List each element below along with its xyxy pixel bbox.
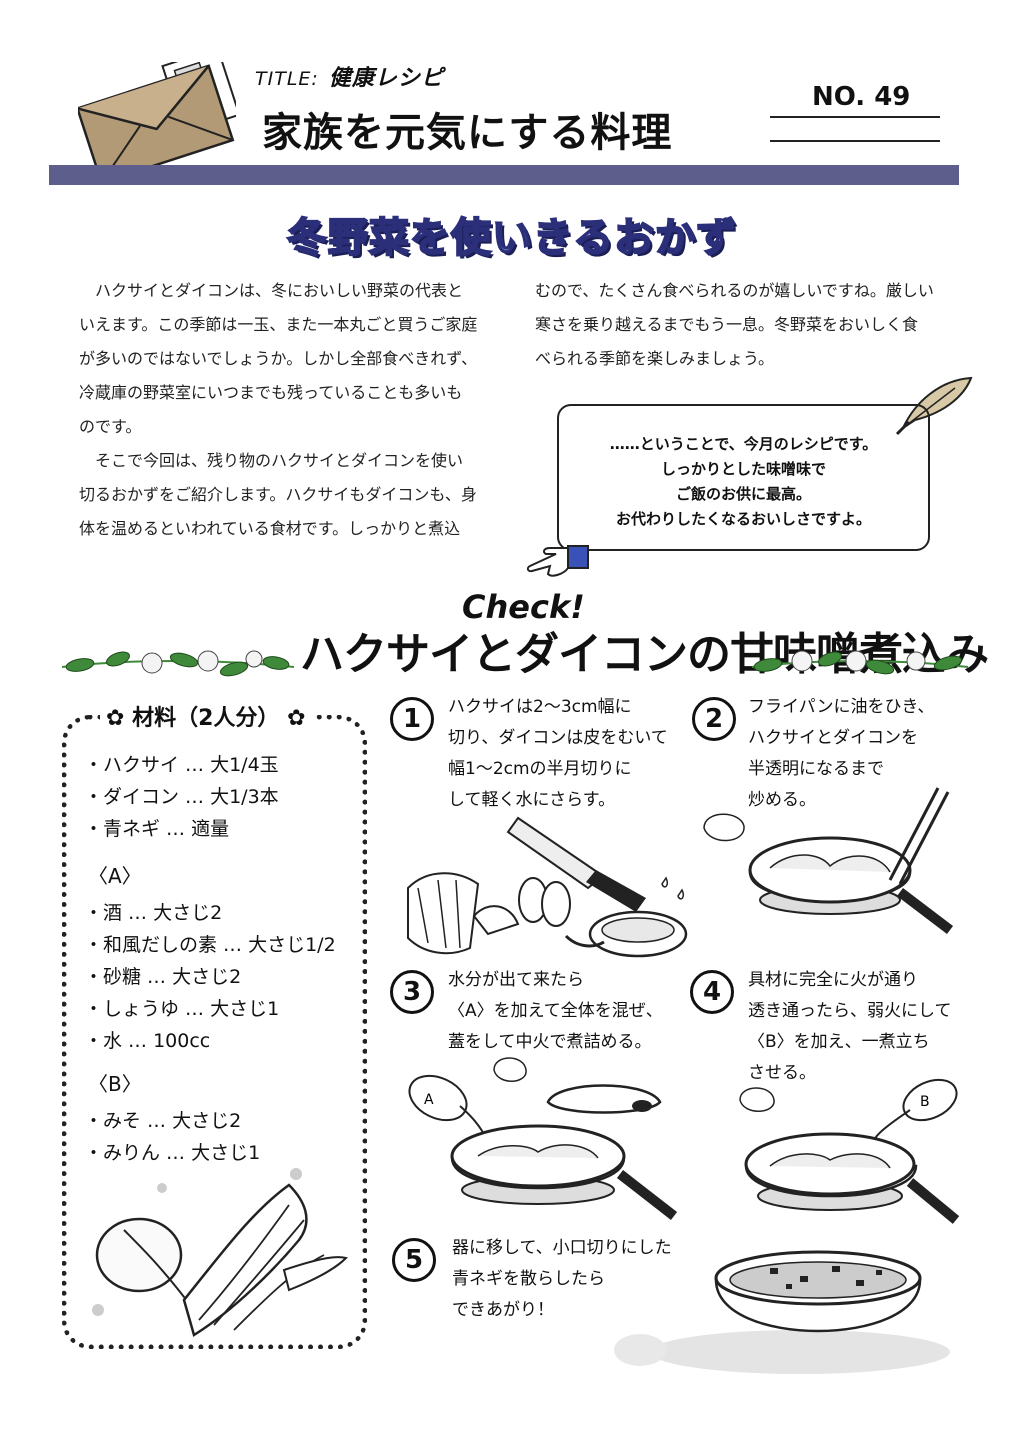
ingredients-heading-text: 材料（2人分）	[132, 706, 280, 731]
step-number-4: 4	[690, 970, 734, 1014]
intro-line: のです。	[79, 417, 142, 436]
step-line: フライパンに油をひき、	[748, 697, 935, 717]
leaf-vine-right-icon	[751, 650, 969, 675]
flower-icon: ✿	[106, 706, 133, 731]
step-number-1: 1	[390, 697, 434, 741]
intro-right-column: むので、たくさん食べられるのが嬉しいですね。厳しい 寒さを乗り越えるまでもう一息…	[535, 274, 955, 376]
ingredients-heading: ✿ 材料（2人分） ✿	[100, 700, 312, 732]
vegetables-illustration	[92, 1168, 348, 1337]
step-line: 器に移して、小口切りにした	[452, 1238, 672, 1258]
step-line: 幅1〜2cmの半月切りに	[448, 759, 632, 779]
ingredient-group-a-label: 〈A〉	[88, 864, 142, 888]
step-line: 半透明になるまで	[748, 759, 884, 779]
callout-line: ……ということで、今月のレシピです。	[609, 435, 878, 453]
issue-underline-1	[770, 116, 940, 118]
step-line: 蓋をして中火で煮詰める。	[448, 1032, 652, 1052]
ingredient-item: ・和風だしの素 … 大さじ1/2	[84, 934, 336, 956]
cutting-vegetables-illustration	[407, 816, 688, 958]
ingredient-group-b-label: 〈B〉	[88, 1072, 142, 1096]
ingredient-item: ・しょうゆ … 大さじ1	[84, 998, 280, 1020]
intro-line: そこで今回は、残り物のハクサイとダイコンを使い	[79, 451, 464, 470]
intro-left-column: ハクサイとダイコンは、冬においしい野菜の代表と いえます。この季節は一玉、また一…	[79, 274, 495, 546]
step-1-text: ハクサイは2〜3cm幅に 切り、ダイコンは皮をむいて 幅1〜2cmの半月切りに …	[448, 692, 668, 816]
step-line: できあがり！	[452, 1300, 554, 1320]
intro-line: いえます。この季節は一玉、また一本丸ごと買うご家庭	[79, 315, 478, 334]
check-label: Check!	[462, 588, 585, 626]
step-4-text: 具材に完全に火が通り 透き通ったら、弱火にして 〈B〉を加え、一煮立ち させる。	[748, 965, 952, 1089]
title-prefix: TITLE:	[255, 68, 319, 90]
step-5-text: 器に移して、小口切りにした 青ネギを散らしたら できあがり！	[452, 1233, 672, 1326]
leaf-vine-left-icon	[61, 650, 295, 677]
intro-line: 体を温めるといわれている食材です。しっかりと煮込	[79, 519, 461, 538]
step-line: 切り、ダイコンは皮をむいて	[448, 728, 668, 748]
bowl-b-label: B	[920, 1094, 930, 1110]
finished-dish-illustration	[614, 1250, 950, 1374]
simmer-pan-illustration: A	[408, 1057, 678, 1220]
ingredient-item: ・水 … 100cc	[84, 1030, 211, 1052]
ingredient-item: ・酒 … 大さじ2	[84, 902, 223, 924]
step-line: して軽く水にさらす。	[448, 790, 616, 810]
step-line: 〈A〉を加えて全体を混ぜ、	[448, 1001, 663, 1021]
ingredient-item: ・ハクサイ … 大1/4玉	[84, 754, 279, 776]
intro-line: むので、たくさん食べられるのが嬉しいですね。厳しい	[535, 281, 934, 300]
title-value: 健康レシピ	[328, 66, 444, 91]
ingredient-item: ・ダイコン … 大1/3本	[84, 786, 279, 808]
step-line: 具材に完全に火が通り	[748, 970, 918, 990]
callout-line: しっかりとした味噌味で	[660, 460, 826, 478]
step-line: 炒める。	[748, 790, 816, 810]
section-title: 冬野菜を使いきるおかず	[286, 214, 738, 262]
step-line: 青ネギを散らしたら	[452, 1269, 605, 1289]
intro-line: が多いのではないでしょうか。しかし全部食べきれず、	[79, 349, 478, 368]
step-number-2: 2	[692, 697, 736, 741]
ingredient-item: ・砂糖 … 大さじ2	[84, 966, 242, 988]
step-line: 水分が出て来たら	[448, 970, 584, 990]
step-line: ハクサイとダイコンを	[748, 728, 918, 748]
title-label: TITLE: 健康レシピ	[255, 60, 444, 92]
flower-icon: ✿	[279, 706, 306, 731]
intro-line: 冷蔵庫の野菜室にいつまでも残っていることも多いも	[79, 383, 463, 402]
intro-line: べられる季節を楽しみましょう。	[535, 349, 775, 368]
intro-line: 切るおかずをご紹介します。ハクサイもダイコンも、身	[79, 485, 477, 504]
callout-box: ……ということで、今月のレシピです。 しっかりとした味噌味で ご飯のお供に最高。…	[557, 404, 930, 551]
issue-underline-2	[770, 140, 940, 142]
step-line: 〈B〉を加え、一煮立ち	[748, 1032, 930, 1052]
ingredient-item: ・みりん … 大さじ1	[84, 1142, 261, 1164]
bowl-a-label: A	[424, 1092, 434, 1108]
step-number-5: 5	[392, 1238, 436, 1282]
add-miso-pan-illustration: B	[739, 1078, 960, 1224]
step-2-text: フライパンに油をひき、 ハクサイとダイコンを 半透明になるまで 炒める。	[748, 692, 934, 816]
ingredient-item: ・青ネギ … 適量	[84, 818, 230, 840]
page-title: 家族を元気にする料理	[262, 110, 673, 156]
intro-line: 寒さを乗り越えるまでもう一息。冬野菜をおいしく食	[535, 315, 919, 334]
callout-line: お代わりしたくなるおいしさですよ。	[615, 510, 871, 528]
callout-line: ご飯のお供に最高。	[675, 485, 811, 503]
header-bar	[49, 165, 959, 185]
issue-number: NO. 49	[812, 82, 911, 112]
ingredient-item: ・みそ … 大さじ2	[84, 1110, 242, 1132]
step-3-text: 水分が出て来たら 〈A〉を加えて全体を混ぜ、 蓋をして中火で煮詰める。	[448, 965, 663, 1058]
stir-fry-pan-illustration	[703, 787, 954, 934]
step-line: 透き通ったら、弱火にして	[748, 1001, 952, 1021]
step-line: ハクサイは2〜3cm幅に	[448, 697, 632, 717]
intro-line: ハクサイとダイコンは、冬においしい野菜の代表と	[79, 281, 464, 300]
step-number-3: 3	[390, 970, 434, 1014]
step-line: させる。	[748, 1063, 816, 1083]
pointing-hand-icon	[526, 545, 589, 577]
envelope-icon	[78, 62, 236, 170]
